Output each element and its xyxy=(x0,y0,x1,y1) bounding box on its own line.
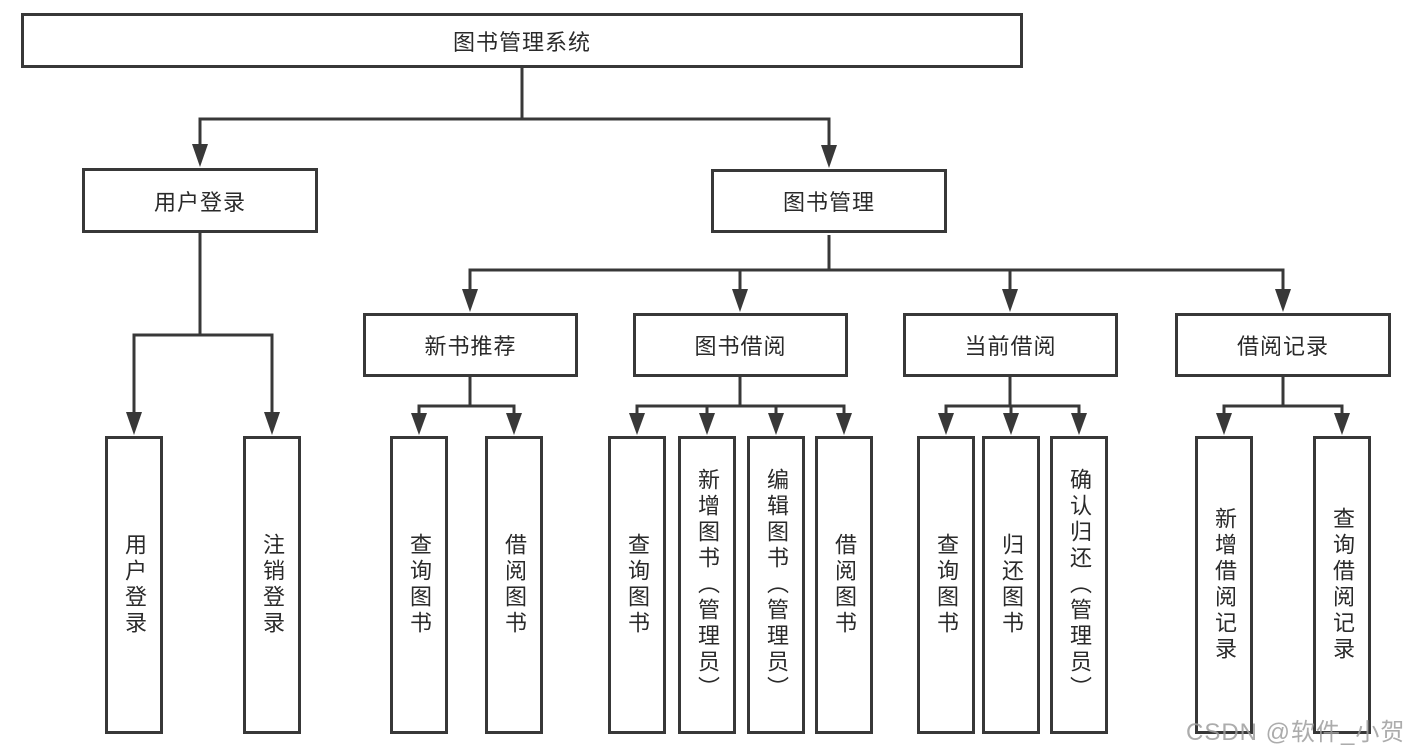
node-label: 查询图书 xyxy=(934,533,959,637)
node-label: 查询图书 xyxy=(407,533,432,637)
node-leaf-borrow-books: 借阅图书 xyxy=(815,436,873,734)
node-label: 借阅记录 xyxy=(1236,334,1329,359)
node-book-management: 图书管理 xyxy=(711,169,947,233)
node-label: 新书推荐 xyxy=(424,334,517,359)
node-label: 当前借阅 xyxy=(964,334,1057,359)
node-label: 归还图书 xyxy=(999,533,1024,637)
node-label: 图书管理系统 xyxy=(452,29,591,55)
node-label: 借阅图书 xyxy=(502,533,527,637)
node-leaf-query-borrow-record: 查询借阅记录 xyxy=(1313,436,1371,734)
node-leaf-borrow-books: 借阅图书 xyxy=(485,436,543,734)
node-label: 编辑图书（管理员） xyxy=(764,468,789,702)
node-leaf-add-books-admin: 新增图书（管理员） xyxy=(678,436,736,734)
node-borrowing-records: 借阅记录 xyxy=(1175,313,1391,377)
node-leaf-user-login: 用户登录 xyxy=(105,436,163,734)
node-label: 新增借阅记录 xyxy=(1212,507,1237,663)
node-label: 确认归还（管理员） xyxy=(1067,468,1092,702)
node-leaf-return-books: 归还图书 xyxy=(982,436,1040,734)
node-user-login: 用户登录 xyxy=(82,168,318,233)
node-label: 图书借阅 xyxy=(694,334,787,359)
csdn-watermark: CSDN @软件_小贺同学 xyxy=(1186,719,1405,746)
node-leaf-confirm-return-admin: 确认归还（管理员） xyxy=(1050,436,1108,734)
node-label: 查询借阅记录 xyxy=(1330,507,1355,663)
arrowheads xyxy=(126,144,1350,435)
node-leaf-query-books: 查询图书 xyxy=(390,436,448,734)
node-leaf-add-borrow-record: 新增借阅记录 xyxy=(1195,436,1253,734)
node-book-borrowing: 图书借阅 xyxy=(633,313,848,377)
node-label: 图书管理 xyxy=(782,190,875,215)
node-label: 新增图书（管理员） xyxy=(695,468,720,702)
node-label: 查询图书 xyxy=(625,533,650,637)
node-label: 借阅图书 xyxy=(832,533,857,637)
node-leaf-query-books: 查询图书 xyxy=(917,436,975,734)
node-leaf-query-books: 查询图书 xyxy=(608,436,666,734)
node-label: 用户登录 xyxy=(153,189,246,215)
node-label: 用户登录 xyxy=(122,533,147,637)
node-leaf-logout: 注销登录 xyxy=(243,436,301,734)
node-new-book-recommend: 新书推荐 xyxy=(363,313,578,377)
node-label: 注销登录 xyxy=(260,533,285,637)
node-library-management-system: 图书管理系统 xyxy=(21,13,1023,68)
node-current-borrowing: 当前借阅 xyxy=(903,313,1118,377)
node-leaf-edit-books-admin: 编辑图书（管理员） xyxy=(747,436,805,734)
